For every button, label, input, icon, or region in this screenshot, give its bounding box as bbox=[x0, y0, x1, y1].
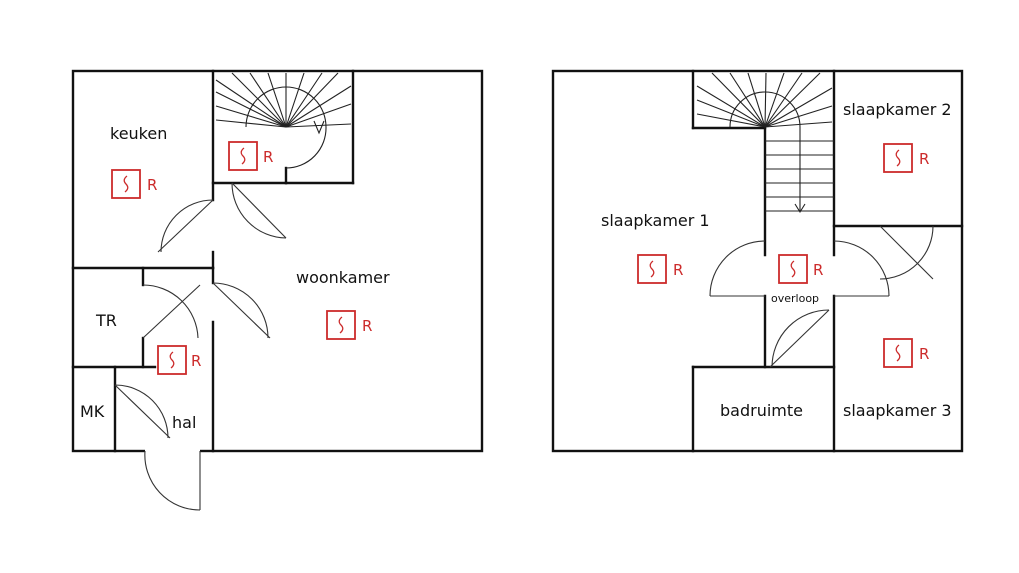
sensor-letter: R bbox=[191, 352, 201, 370]
room-label-slaapkamer-3: slaapkamer 3 bbox=[843, 401, 952, 420]
room-label-badruimte: badruimte bbox=[720, 401, 803, 420]
sensor-letter: R bbox=[147, 176, 157, 194]
ground-stairs-walkline bbox=[245, 86, 327, 169]
sensor-letter: R bbox=[919, 150, 929, 168]
sensor-hal: R bbox=[157, 345, 201, 375]
sensor-letter: R bbox=[919, 345, 929, 363]
sensor-slaapkamer-2: R bbox=[883, 143, 929, 173]
sensor-letter: R bbox=[362, 317, 372, 335]
room-label-slaapkamer-2: slaapkamer 2 bbox=[843, 100, 952, 119]
sensor-keuken: R bbox=[111, 169, 157, 199]
sensor-slaapkamer-3: R bbox=[883, 338, 929, 368]
ground-doors bbox=[114, 182, 287, 511]
first-floor-doors bbox=[709, 225, 934, 368]
room-label-mk: MK bbox=[80, 402, 105, 421]
stairs-arrow-icon bbox=[794, 203, 806, 214]
room-label-slaapkamer-1: slaapkamer 1 bbox=[601, 211, 710, 230]
first-floor-stairs bbox=[696, 72, 834, 214]
first-floor-outer-wall bbox=[551, 69, 964, 453]
sensor-overloop: R bbox=[778, 254, 823, 284]
sensor-letter: R bbox=[263, 148, 273, 166]
ground-stairs bbox=[215, 72, 352, 169]
first-stairs-walkline bbox=[729, 91, 801, 211]
room-label-hal: hal bbox=[172, 413, 196, 432]
sensor-stairs: R bbox=[228, 141, 273, 171]
room-label-overloop: overloop bbox=[771, 292, 819, 305]
stairs-arrow-icon bbox=[313, 120, 325, 135]
room-label-keuken: keuken bbox=[110, 124, 167, 143]
room-label-woonkamer: woonkamer bbox=[296, 268, 390, 287]
room-label-tr: TR bbox=[95, 311, 117, 330]
sensor-woonkamer: R bbox=[326, 310, 372, 340]
sensor-letter: R bbox=[673, 261, 683, 279]
sensor-slaapkamer-1: R bbox=[637, 254, 683, 284]
ground-floor-outer-wall bbox=[71, 69, 484, 453]
ground-floor: keuken woonkamer TR MK hal R R R R bbox=[71, 69, 484, 511]
first-floor: slaapkamer 1 slaapkamer 2 slaapkamer 3 b… bbox=[551, 69, 964, 453]
sensor-letter: R bbox=[813, 261, 823, 279]
